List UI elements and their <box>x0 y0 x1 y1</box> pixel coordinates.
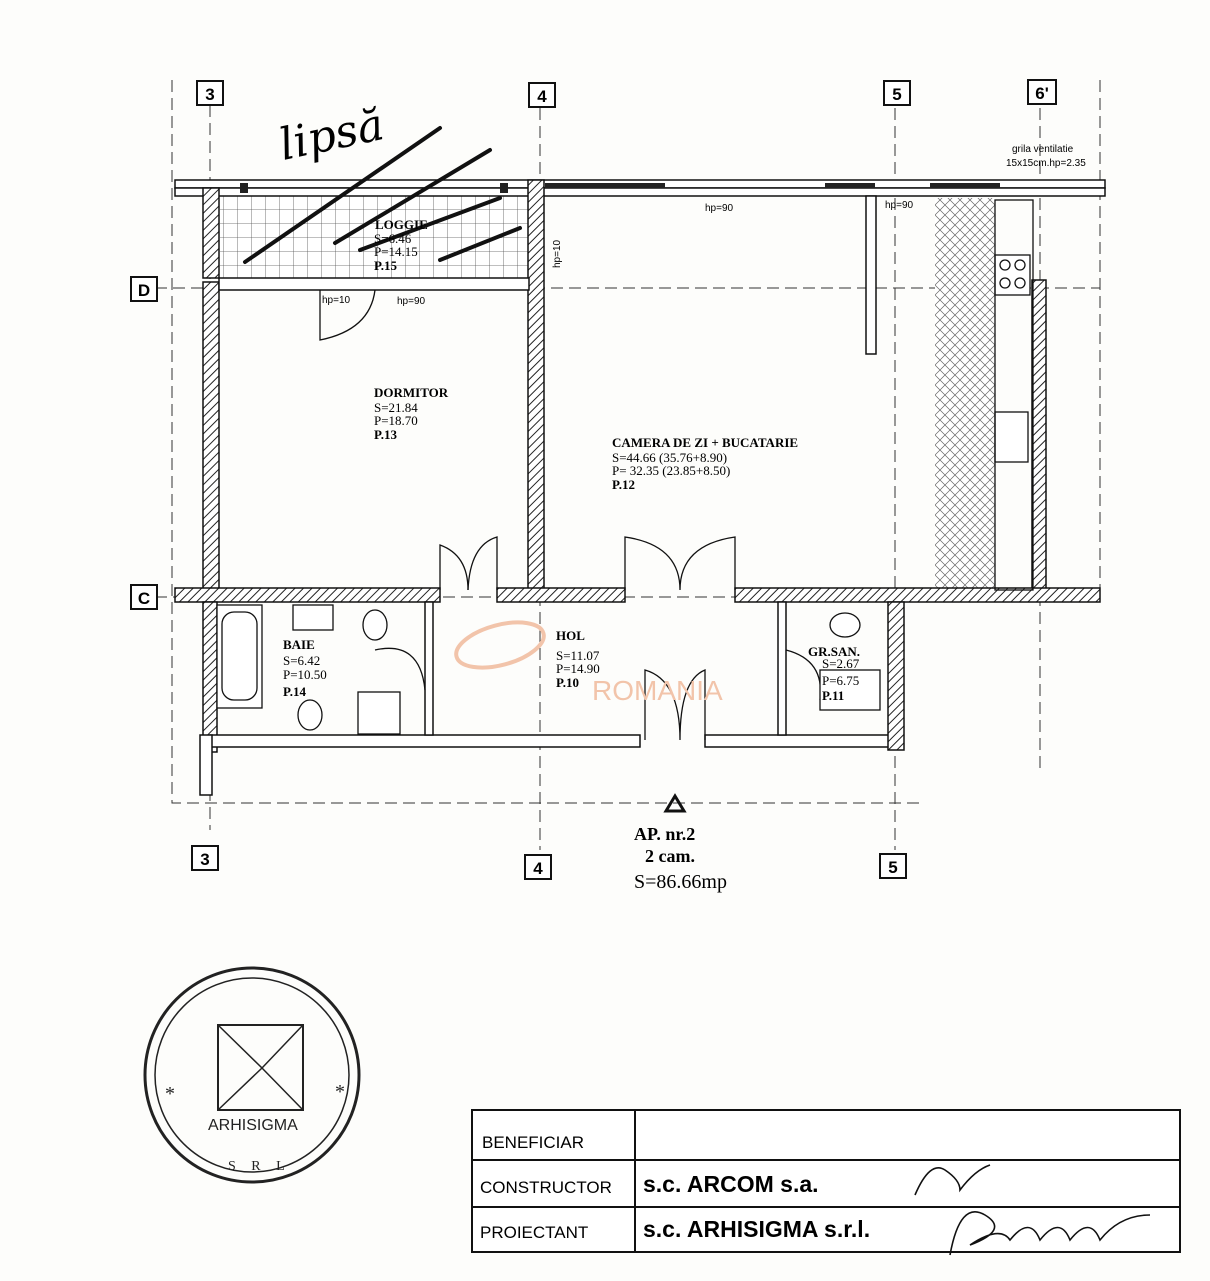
watermark: ROMANIA <box>592 675 723 706</box>
axis-marker-d: D <box>130 276 158 302</box>
watermark-logo <box>454 620 546 670</box>
room-code: P.10 <box>556 675 579 690</box>
room-area: S=6.42 <box>283 653 320 668</box>
axis-marker-6-top: 6' <box>1027 79 1057 105</box>
axis-marker-5-top: 5 <box>883 80 911 106</box>
axis-label: 6' <box>1035 84 1049 103</box>
axis-marker-5-bottom: 5 <box>879 853 907 879</box>
axis-marker-3-top: 3 <box>196 80 224 106</box>
window-label: hp=90 <box>705 203 734 214</box>
room-gr-san: GR.SAN. S=2.67 P=6.75 P.11 <box>808 644 860 703</box>
stamp-name: ARHISIGMA <box>208 1117 298 1134</box>
kitchen-sink <box>994 411 1029 463</box>
room-camera-de-zi: CAMERA DE ZI + BUCATARIE S=44.66 (35.76+… <box>612 435 798 492</box>
room-area: S=2.67 <box>822 656 860 671</box>
room-perimeter: P=6.75 <box>822 673 859 688</box>
windows <box>240 183 1000 193</box>
room-code: P.13 <box>374 427 397 442</box>
ventilation-size: 15x15cm.hp=2.35 <box>1006 158 1086 169</box>
axis-label: 5 <box>888 858 897 877</box>
room-name: CAMERA DE ZI + BUCATARIE <box>612 435 798 450</box>
constructor-label: CONSTRUCTOR <box>480 1178 612 1197</box>
fixtures <box>216 199 1034 735</box>
room-perimeter: P=10.50 <box>283 667 327 682</box>
proiectant-value: s.c. ARHISIGMA s.r.l. <box>643 1216 870 1242</box>
room-name: HOL <box>556 628 585 643</box>
signatures <box>914 1164 1151 1256</box>
room-area: S=11.07 <box>556 648 600 663</box>
axis-label: C <box>138 589 150 608</box>
room-perimeter: P= 32.35 (23.85+8.50) <box>612 463 730 478</box>
room-perimeter: P=14.15 <box>374 244 418 259</box>
doors <box>319 289 822 741</box>
north-triangle-icon <box>663 793 687 813</box>
room-loggie: LOGGIE S=6.46 P=14.15 P.15 <box>374 217 428 273</box>
window-label: hp=10 <box>322 295 351 306</box>
sink <box>292 604 334 631</box>
apartment-rooms: 2 cam. <box>645 846 695 866</box>
stamp-suffix: S R L <box>228 1159 291 1174</box>
room-code: P.14 <box>283 684 306 699</box>
axis-label: D <box>138 281 150 300</box>
axis-marker-4-bottom: 4 <box>524 854 552 880</box>
room-area: S=21.84 <box>374 400 418 415</box>
beneficiar-label: BENEFICIAR <box>482 1133 584 1152</box>
svg-text:*: * <box>335 1081 345 1103</box>
room-dormitor: DORMITOR S=21.84 P=18.70 P.13 <box>374 385 449 442</box>
company-stamp: ARHISIGMA S R L * * <box>143 966 361 1184</box>
room-code: P.11 <box>822 688 844 703</box>
room-area: S=44.66 (35.76+8.90) <box>612 450 727 465</box>
window-label: hp=90 <box>885 200 914 211</box>
axis-label: 4 <box>533 859 543 878</box>
window-label: hp=90 <box>397 296 426 307</box>
room-area: S=6.46 <box>374 231 412 246</box>
apartment-title: AP. nr.2 <box>634 824 695 844</box>
window-label: hp=10 <box>552 239 563 268</box>
svg-text:*: * <box>165 1083 175 1105</box>
room-name: BAIE <box>283 637 315 652</box>
title-block: BENEFICIAR CONSTRUCTOR s.c. ARCOM s.a. P… <box>471 1109 1181 1253</box>
apartment-area: S=86.66mp <box>634 871 727 893</box>
axis-label: 3 <box>205 85 214 104</box>
stove <box>994 254 1031 296</box>
handwritten-strikes <box>243 126 522 264</box>
axis-label: 3 <box>200 850 209 869</box>
room-name: LOGGIE <box>375 217 428 232</box>
proiectant-label: PROIECTANT <box>480 1223 588 1242</box>
handwritten-note: lipsă <box>275 99 388 171</box>
toilet <box>362 609 388 641</box>
axis-label: 5 <box>892 85 901 104</box>
ventilation-note: grila ventilatie <box>1012 144 1074 155</box>
constructor-value: s.c. ARCOM s.a. <box>643 1171 819 1197</box>
room-name: DORMITOR <box>374 385 449 400</box>
axis-label: 4 <box>537 87 547 106</box>
axis-marker-4-top: 4 <box>528 82 556 108</box>
room-name: GR.SAN. <box>808 644 860 659</box>
axis-marker-3-bottom: 3 <box>191 845 219 871</box>
axis-marker-c: C <box>130 584 158 610</box>
room-code: P.12 <box>612 477 635 492</box>
room-baie: BAIE S=6.42 P=10.50 P.14 <box>283 637 327 699</box>
room-perimeter: P=14.90 <box>556 661 600 676</box>
room-hol: HOL S=11.07 P=14.90 P.10 <box>556 628 600 690</box>
room-perimeter: P=18.70 <box>374 413 418 428</box>
kitchen-floor <box>935 198 995 588</box>
room-code: P.15 <box>374 258 397 273</box>
